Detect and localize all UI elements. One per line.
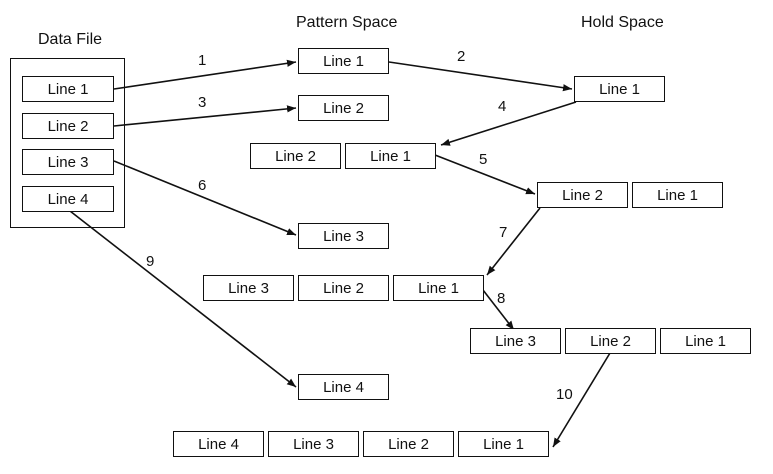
step-number: 10 xyxy=(556,386,573,403)
data-file-container xyxy=(10,58,125,228)
data-file-line: Line 4 xyxy=(22,186,114,212)
pattern-space-box: Line 2 xyxy=(298,275,389,301)
arrow-step-10 xyxy=(552,352,611,448)
pattern-space-box: Line 2 xyxy=(363,431,454,457)
arrow-step-7 xyxy=(486,207,541,276)
hold-space-box: Line 2 xyxy=(537,182,628,208)
arrow-step-8 xyxy=(482,289,515,331)
hold-space-box: Line 1 xyxy=(660,328,751,354)
hold-space-box: Line 3 xyxy=(470,328,561,354)
hold-space-box: Line 2 xyxy=(565,328,656,354)
hold-space-box: Line 1 xyxy=(574,76,665,102)
pattern-space-box: Line 2 xyxy=(250,143,341,169)
arrow-step-2 xyxy=(388,61,573,92)
step-number: 2 xyxy=(457,48,466,65)
pattern-space-box: Line 1 xyxy=(298,48,389,74)
pattern-space-box: Line 3 xyxy=(268,431,359,457)
hold-space-box: Line 1 xyxy=(632,182,723,208)
step-number: 9 xyxy=(146,253,155,270)
hold-space-header: Hold Space xyxy=(581,14,664,31)
pattern-space-header: Pattern Space xyxy=(296,14,398,31)
step-number: 7 xyxy=(499,224,508,241)
arrow-step-1 xyxy=(113,59,297,90)
pattern-space-box: Line 4 xyxy=(173,431,264,457)
arrow-step-6 xyxy=(113,160,297,236)
arrow-step-4 xyxy=(440,101,577,146)
step-number: 3 xyxy=(198,94,207,111)
data-file-line: Line 2 xyxy=(22,113,114,139)
arrow-step-5 xyxy=(434,154,536,195)
step-number: 4 xyxy=(498,98,507,115)
arrow-step-3 xyxy=(113,105,297,127)
step-number: 8 xyxy=(497,290,506,307)
step-number: 6 xyxy=(198,177,207,194)
pattern-space-box: Line 3 xyxy=(298,223,389,249)
pattern-space-box: Line 4 xyxy=(298,374,389,400)
pattern-space-box: Line 3 xyxy=(203,275,294,301)
pattern-space-box: Line 1 xyxy=(458,431,549,457)
step-number: 1 xyxy=(198,52,207,69)
step-number: 5 xyxy=(479,151,488,168)
data-file-header: Data File xyxy=(38,31,103,48)
data-file-line: Line 3 xyxy=(22,149,114,175)
pattern-space-box: Line 1 xyxy=(393,275,484,301)
pattern-space-box: Line 2 xyxy=(298,95,389,121)
data-file-line: Line 1 xyxy=(22,76,114,102)
pattern-space-box: Line 1 xyxy=(345,143,436,169)
arrow-step-9 xyxy=(69,210,297,388)
